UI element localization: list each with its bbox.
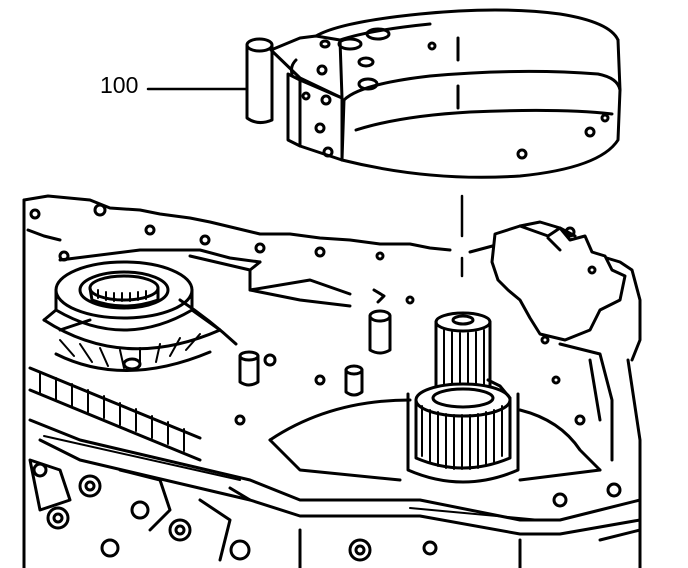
callout-label-100: 100	[100, 72, 139, 98]
center-shaft	[406, 311, 520, 484]
transmission-case	[22, 194, 642, 568]
band-part	[245, 8, 622, 278]
